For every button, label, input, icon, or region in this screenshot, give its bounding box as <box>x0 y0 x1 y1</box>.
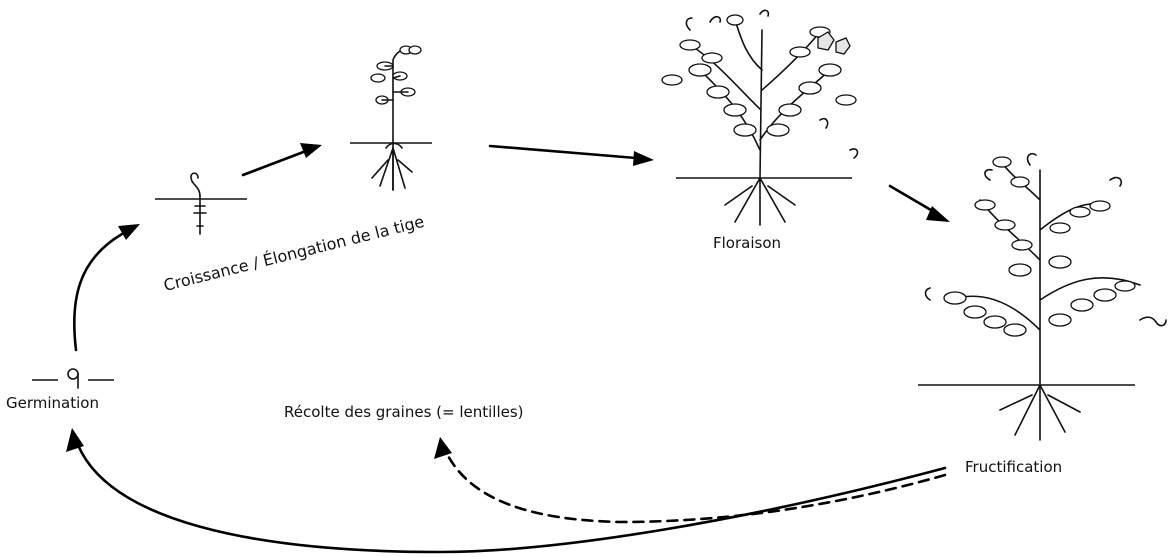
arrow-seedling-to-growth <box>243 151 306 175</box>
cycle-arrows <box>66 143 950 552</box>
seedling-illustration <box>155 173 247 234</box>
arrow-growth-to-flowering <box>490 146 636 158</box>
arrow-fruiting-to-germination <box>78 445 945 552</box>
arrow-flowering-to-fruiting <box>890 186 936 213</box>
fruiting-label: Fructification <box>965 460 1062 475</box>
germination-label: Germination <box>6 396 99 411</box>
flowering-plant-illustration <box>662 10 857 225</box>
growing-plant-illustration <box>350 46 432 190</box>
germination-illustration <box>32 369 114 388</box>
harvest-label: Récolte des graines (= lentilles) <box>284 405 524 420</box>
flowering-label: Floraison <box>713 236 781 251</box>
arrow-germination-to-seedling <box>74 234 122 350</box>
fruiting-plant-illustration <box>918 154 1166 440</box>
